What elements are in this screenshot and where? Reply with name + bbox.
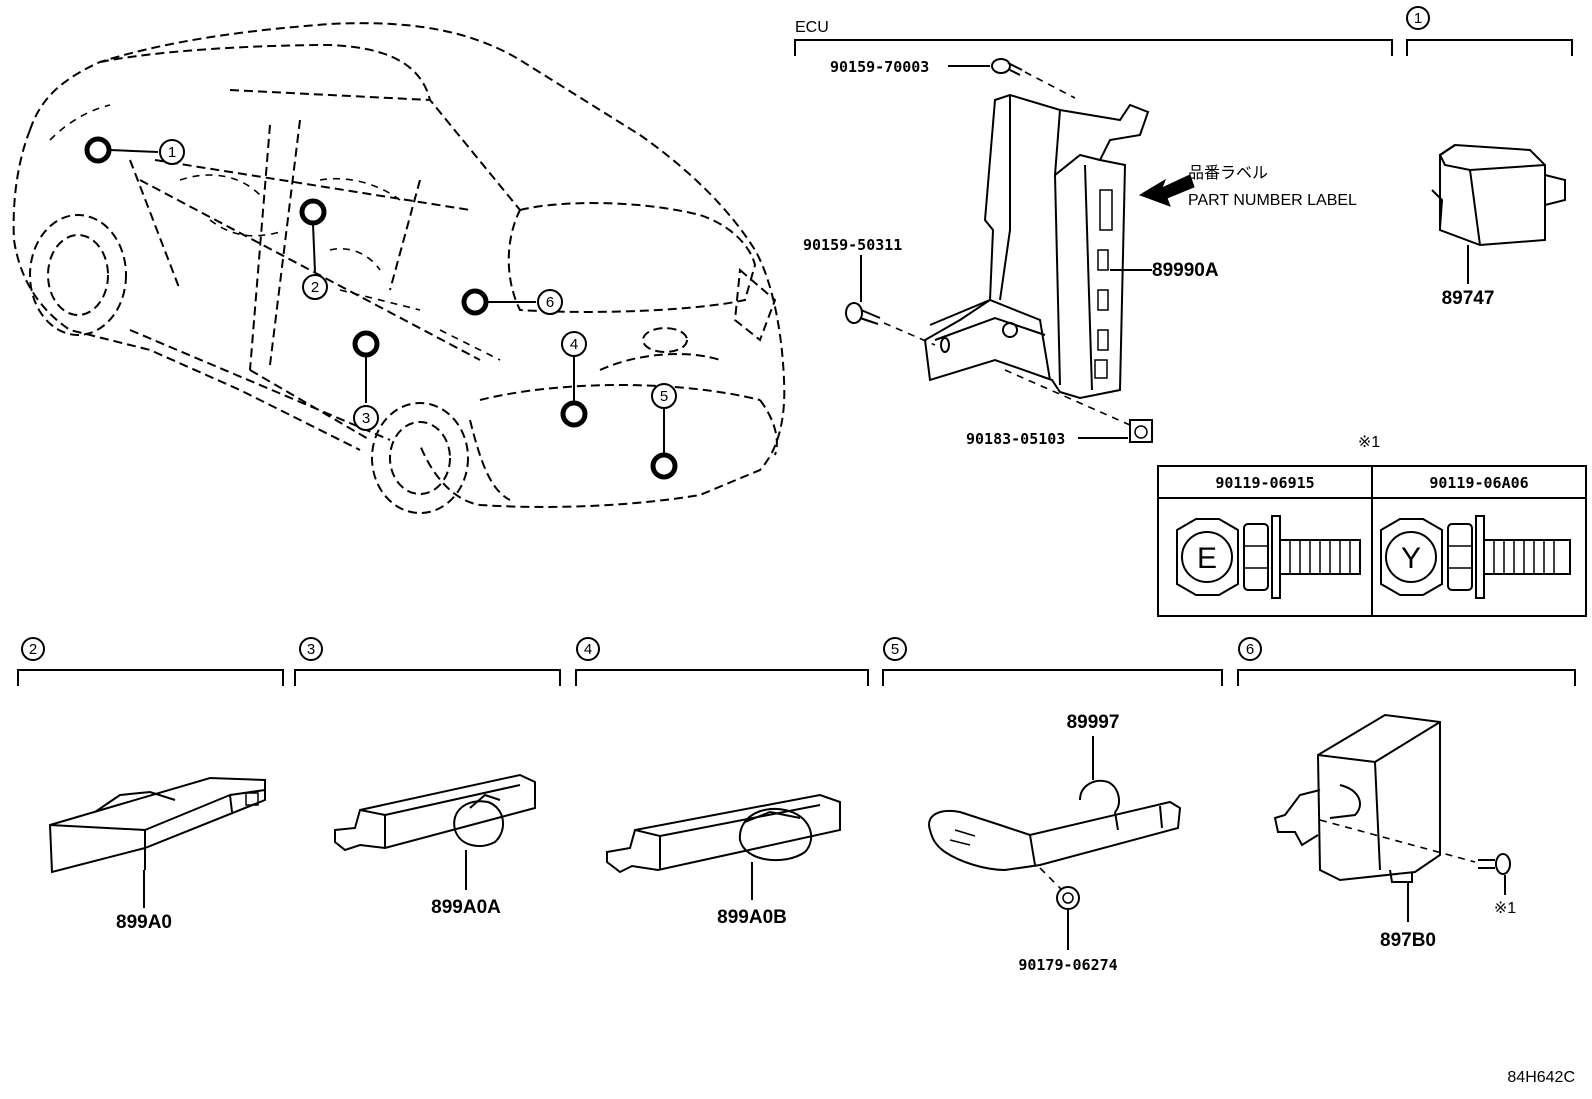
sec3-part-drawing	[334, 773, 536, 852]
section-5: 5 89997 90179-06274	[882, 637, 1223, 974]
sec5-part-drawing	[928, 780, 1182, 872]
section-4: 4 899A0B	[575, 637, 869, 928]
vehicle-marker-6-label: 6	[546, 294, 554, 311]
section-1: 1 89747	[1406, 6, 1573, 309]
part-897B0: 897B0	[1380, 930, 1436, 951]
bolt-table-note-mark: ※1	[1358, 434, 1380, 451]
section-1-number: 1	[1414, 10, 1422, 27]
ecu-bracket-drawing	[923, 93, 1150, 400]
ecu-header: ECU	[795, 19, 829, 36]
sec4-part-drawing	[606, 793, 841, 874]
diagram-ref-code: 84H642C	[1507, 1069, 1575, 1086]
bolt-left-drawing	[845, 302, 881, 325]
nut-drawing	[1129, 419, 1153, 443]
part-899A0A: 899A0A	[431, 897, 501, 918]
part-89990A: 89990A	[1152, 260, 1219, 281]
vehicle-marker-4-point	[560, 400, 588, 428]
part-89747: 89747	[1442, 288, 1495, 309]
vehicle-marker-3-label: 3	[362, 410, 370, 427]
sec6-bolt-drawing	[1478, 853, 1511, 875]
section-2: 2 899A0	[17, 637, 284, 933]
vehicle-marker-5-point	[650, 452, 678, 480]
section-3-number: 3	[307, 641, 315, 658]
bolt-table: ※1 90119-06915 90119-06A06 E	[1157, 434, 1587, 617]
vehicle-marker-1-point	[84, 136, 112, 164]
vehicle-marker-3-point	[352, 330, 380, 358]
part-899A0: 899A0	[116, 912, 172, 933]
part-90183-05103: 90183-05103	[966, 430, 1065, 448]
sec6-note-mark: ※1	[1494, 900, 1516, 917]
section-3: 3 899A0A	[294, 637, 561, 918]
section-4-number: 4	[584, 641, 592, 658]
part-90179-06274: 90179-06274	[1018, 956, 1117, 974]
vehicle-marker-2-point	[299, 198, 327, 226]
part-89997: 89997	[1067, 712, 1120, 733]
ecu-bracket-line	[794, 39, 1393, 56]
section-2-number: 2	[29, 641, 37, 658]
bolt-y-drawing	[1380, 515, 1571, 599]
sec5-nut-drawing	[1056, 886, 1080, 910]
label-arrow-icon	[1138, 174, 1195, 207]
bolt-col-1-part: 90119-06915	[1215, 474, 1314, 492]
vehicle-marker-6-point	[461, 288, 489, 316]
sec2-part-drawing	[48, 776, 266, 874]
sec6-part-drawing	[1273, 713, 1441, 883]
section-5-number: 5	[891, 641, 899, 658]
bolt-col-2-part: 90119-06A06	[1429, 474, 1528, 492]
section-6: 6 ※1 897B0	[1237, 637, 1576, 951]
bolt-top-drawing	[991, 58, 1023, 76]
vehicle-marker-5-label: 5	[660, 388, 668, 405]
part-90159-50311: 90159-50311	[803, 236, 902, 254]
part-899A0B: 899A0B	[717, 907, 787, 928]
vehicle-marker-4-label: 4	[570, 336, 578, 353]
bolt-e-drawing	[1176, 515, 1361, 599]
vehicle-marker-1-label: 1	[168, 144, 176, 161]
ecu-section: ECU 90159-70003	[794, 19, 1393, 448]
part-number-label-en: PART NUMBER LABEL	[1188, 192, 1357, 209]
part-90159-70003: 90159-70003	[830, 58, 929, 76]
bolt-col-1-head-mark: E	[1197, 542, 1217, 575]
section-6-number: 6	[1246, 641, 1254, 658]
bolt-col-2-head-mark: Y	[1401, 542, 1421, 575]
vehicle-marker-2-label: 2	[311, 279, 319, 296]
sec1-part-drawing	[1431, 143, 1566, 247]
part-number-label-jp: 品番ラベル	[1188, 164, 1268, 182]
vehicle-illustration: 1 2 3 4 5 6	[12, 22, 786, 514]
